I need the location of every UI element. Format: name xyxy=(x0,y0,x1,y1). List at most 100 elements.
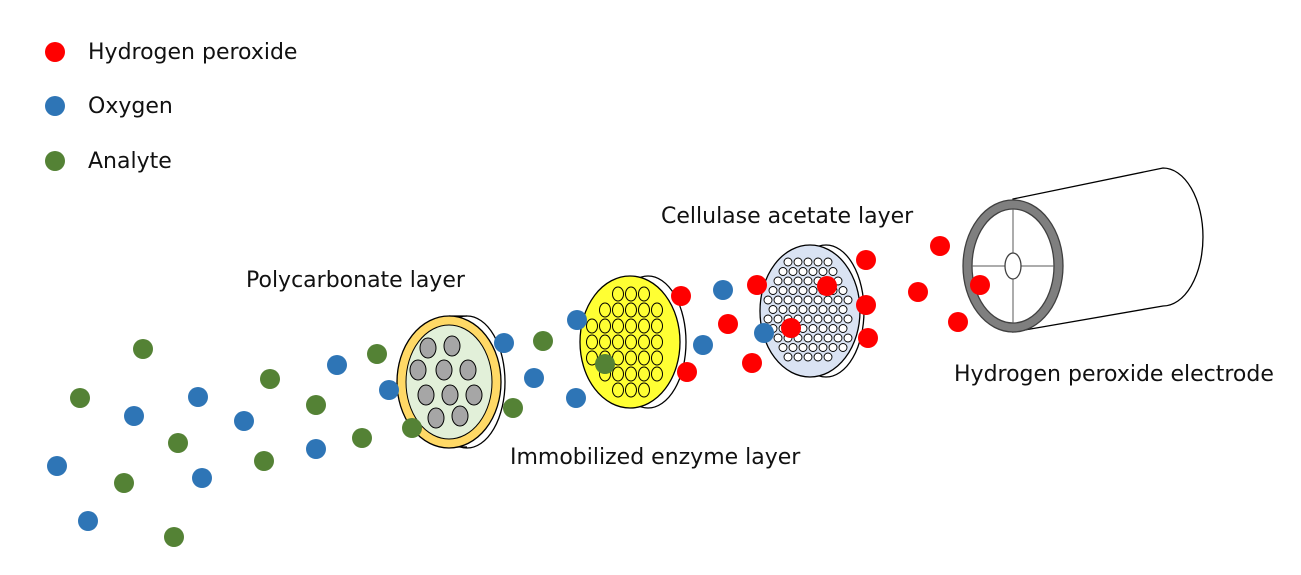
cellulase-pore xyxy=(768,305,778,314)
analyte-molecule xyxy=(402,418,422,438)
oxygen-molecule xyxy=(754,323,774,343)
legend-label-hydrogen-peroxide: Hydrogen peroxide xyxy=(88,40,298,65)
cellulase-pore xyxy=(803,333,813,343)
cellulase-pore xyxy=(808,305,818,314)
enzyme-pore xyxy=(625,334,637,350)
hydrogen-peroxide-molecule xyxy=(856,295,876,315)
cellulase-pore xyxy=(788,343,798,352)
analyte-molecule xyxy=(352,428,372,448)
enzyme-pore xyxy=(599,318,611,334)
analyte-molecule xyxy=(260,369,280,389)
oxygen-molecule xyxy=(124,406,144,426)
enzyme-pore xyxy=(625,286,637,302)
cellulase-pore xyxy=(778,343,788,352)
enzyme-pore xyxy=(612,302,624,318)
analyte-molecule xyxy=(164,527,184,547)
cellulase-pore xyxy=(838,343,848,352)
cellulase-pore xyxy=(833,333,843,343)
polycarbonate-pore xyxy=(465,384,483,406)
enzyme-pore xyxy=(625,366,637,382)
cellulase-pore xyxy=(828,267,838,276)
polycarbonate-pore xyxy=(443,335,461,357)
hydrogen-peroxide-molecule xyxy=(908,282,928,302)
cellulase-pore xyxy=(778,305,788,314)
cellulase-pore xyxy=(843,333,853,343)
cellulase-pore xyxy=(828,305,838,314)
cellulase-pore xyxy=(808,343,818,352)
cellulase-pore xyxy=(828,343,838,352)
hydrogen-peroxide-molecule xyxy=(930,236,950,256)
analyte-molecule xyxy=(70,388,90,408)
enzyme-pore xyxy=(599,334,611,350)
legend-dot-hydrogen-peroxide xyxy=(45,42,65,62)
oxygen-molecule xyxy=(327,355,347,375)
cellulase-pore xyxy=(843,295,853,305)
cellulase-pore xyxy=(793,295,803,305)
polycarbonate-pore xyxy=(435,359,453,381)
cellulase-pore xyxy=(818,343,828,352)
cellulase-pore xyxy=(773,314,783,324)
analyte-molecule xyxy=(503,398,523,418)
enzyme-pore xyxy=(651,350,663,366)
polycarbonate-disk xyxy=(396,315,506,449)
oxygen-molecule xyxy=(78,511,98,531)
hydrogen-peroxide-molecule xyxy=(671,286,691,306)
cellulase-pore xyxy=(773,276,783,286)
enzyme-pore xyxy=(586,334,598,350)
oxygen-molecule xyxy=(192,468,212,488)
enzyme-pore xyxy=(612,318,624,334)
analyte-molecule xyxy=(595,354,615,374)
enzyme-pore xyxy=(586,318,598,334)
oxygen-molecule xyxy=(693,335,713,355)
analyte-molecule xyxy=(133,339,153,359)
oxygen-molecule xyxy=(566,388,586,408)
cellulase-pore xyxy=(803,295,813,305)
cellulase-pore xyxy=(793,257,803,267)
enzyme-pore xyxy=(638,302,650,318)
cellulase-pore xyxy=(823,295,833,305)
cellulase-pore xyxy=(803,314,813,324)
legend-label-oxygen: Oxygen xyxy=(88,94,173,119)
enzyme-pore xyxy=(599,302,611,318)
enzyme-pore xyxy=(625,302,637,318)
hydrogen-peroxide-molecule xyxy=(718,314,738,334)
oxygen-molecule xyxy=(524,368,544,388)
hydrogen-peroxide-molecule xyxy=(742,353,762,373)
polycarbonate-pore xyxy=(427,407,445,429)
cellulase-pore xyxy=(833,314,843,324)
electrode-label: Hydrogen peroxide electrode xyxy=(954,362,1274,387)
polycarbonate-pore xyxy=(417,384,435,406)
cellulase-pore xyxy=(798,286,808,295)
analyte-molecule xyxy=(254,451,274,471)
cellulase-pore xyxy=(788,305,798,314)
cellulase-pore xyxy=(803,352,813,362)
cellulase-pore xyxy=(833,295,843,305)
cellulase-pore xyxy=(788,286,798,295)
cellulase-pore xyxy=(763,314,773,324)
cellulase-pore xyxy=(773,333,783,343)
enzyme-pore xyxy=(651,318,663,334)
enzyme-pore xyxy=(612,382,624,398)
cellulase-pore xyxy=(813,257,823,267)
enzyme-pore xyxy=(612,334,624,350)
enzyme-pore xyxy=(625,382,637,398)
enzyme-disk xyxy=(579,275,687,409)
analyte-molecule xyxy=(533,331,553,351)
cellulase-pore xyxy=(818,324,828,333)
cellulase-pore xyxy=(778,286,788,295)
cellulase-pore xyxy=(818,305,828,314)
polycarbonate-pore xyxy=(451,405,469,427)
cellulase-pore xyxy=(818,267,828,276)
enzyme-pore xyxy=(612,286,624,302)
enzyme-pore xyxy=(651,302,663,318)
cellulase-pore xyxy=(798,267,808,276)
enzyme-pore xyxy=(638,286,650,302)
analyte-molecule xyxy=(367,344,387,364)
cellulase-pore xyxy=(843,314,853,324)
polycarbonate-pore xyxy=(419,337,437,359)
analyte-molecule xyxy=(114,473,134,493)
cellulase-pore xyxy=(808,286,818,295)
cellulase-pore xyxy=(763,295,773,305)
hydrogen-peroxide-molecule xyxy=(858,328,878,348)
